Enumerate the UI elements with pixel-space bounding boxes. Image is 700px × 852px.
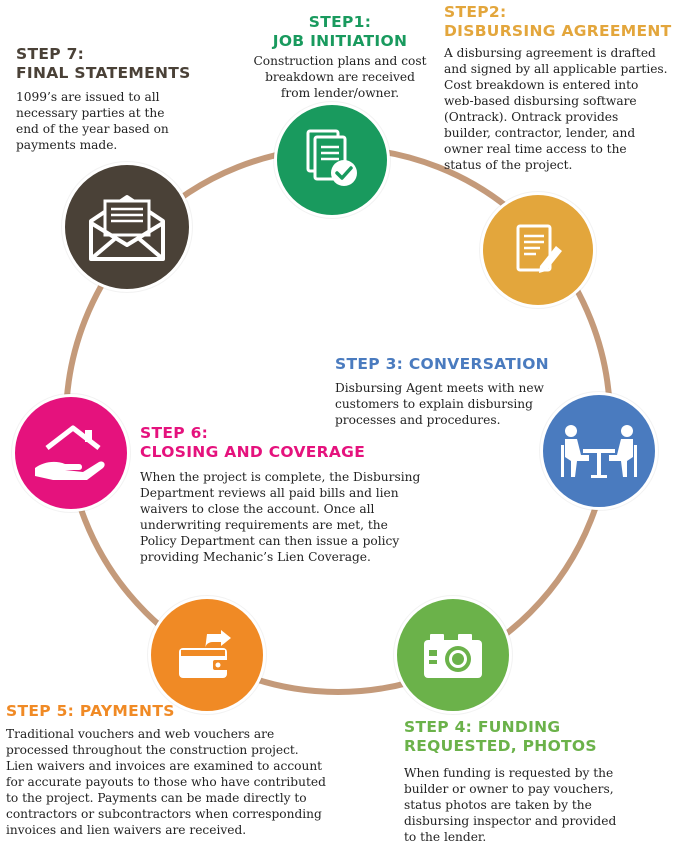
step5-node [148, 596, 266, 714]
step7-line: end of the year based on [16, 122, 169, 136]
step2-line: and signed by all applicable parties. [444, 62, 668, 76]
step2-line: builder, contractor, lender, and [444, 126, 636, 140]
step5-line: for accurate payouts to those who have c… [6, 775, 326, 789]
step1-line: breakdown are received [265, 70, 415, 84]
step3-description: Disbursing Agent meets with new customer… [335, 380, 575, 428]
step4-line: to the lender. [404, 830, 487, 844]
step7-node [62, 162, 192, 292]
step5-title-line1: STEP 5: PAYMENTS [6, 702, 175, 720]
step4-title-line2: REQUESTED, PHOTOS [404, 737, 597, 755]
step2-title-line1: STEP2: [444, 3, 507, 21]
step6-title: STEP 6: CLOSING AND COVERAGE [140, 424, 420, 462]
step7-title-line1: STEP 7: [16, 45, 85, 63]
step5-title: STEP 5: PAYMENTS [6, 702, 306, 721]
step1-description: Construction plans and cost breakdown ar… [210, 53, 470, 101]
step3-line: processes and procedures. [335, 413, 501, 427]
step2-line: A disbursing agreement is drafted [444, 46, 656, 60]
step1-line: Construction plans and cost [253, 54, 427, 68]
documents-check-icon [306, 129, 357, 186]
step5-line: Traditional vouchers and web vouchers ar… [6, 727, 275, 741]
step1-line: from lender/owner. [280, 86, 400, 100]
camera-icon [424, 634, 482, 678]
step4-description: When funding is requested by the builder… [404, 765, 664, 845]
step1-title-line2: JOB INITIATION [272, 32, 408, 50]
step4-title-line1: STEP 4: FUNDING [404, 718, 561, 736]
envelope-letter-icon [89, 195, 165, 261]
step4-line: When funding is requested by the [404, 766, 614, 780]
step2-title-line2: DISBURSING AGREEMENT [444, 22, 672, 40]
step6-title-line2: CLOSING AND COVERAGE [140, 443, 366, 461]
step7-title: STEP 7: FINAL STATEMENTS [16, 45, 236, 83]
step6-line: underwriting requirements are met, the [140, 518, 388, 532]
document-pencil-icon [516, 224, 562, 273]
step5-line: processed throughout the construction pr… [6, 743, 299, 757]
step4-line: builder or owner to pay vouchers, [404, 782, 614, 796]
step6-line: Department reviews all paid bills and li… [140, 486, 399, 500]
step2-line: owner real time access to the [444, 142, 627, 156]
step5-line: contractors or subcontractors when corre… [6, 807, 322, 821]
step3-line: customers to explain disbursing [335, 397, 533, 411]
step4-node [394, 596, 512, 714]
step6-node [12, 394, 130, 512]
step2-line: status of the project. [444, 158, 573, 172]
step5-line: Lien waivers and invoices are examined t… [6, 759, 323, 773]
step5-line: to the project. Payments can be made dir… [6, 791, 307, 805]
step7-line: necessary parties at the [16, 106, 165, 120]
meeting-table-icon [561, 425, 637, 478]
step7-description: 1099’s are issued to all necessary parti… [16, 89, 216, 153]
step2-line: (Ontrack). Ontrack provides [444, 110, 619, 124]
step1-node [274, 102, 390, 218]
step6-description: When the project is complete, the Disbur… [140, 469, 440, 565]
step4-line: status photos are taken by the [404, 798, 592, 812]
step3-line: Disbursing Agent meets with new [335, 381, 544, 395]
step6-line: Policy Department can then issue a polic… [140, 534, 400, 548]
step5-line: invoices and lien waivers are received. [6, 823, 247, 837]
step3-title-line1: STEP 3: CONVERSATION [335, 355, 549, 373]
step2-line: web-based disbursing software [444, 94, 637, 108]
step7-line: payments made. [16, 138, 118, 152]
step7-line: 1099’s are issued to all [16, 90, 160, 104]
step1-title-line1: STEP1: [308, 13, 372, 31]
step6-line: waivers to close the account. Once all [140, 502, 375, 516]
step2-description: A disbursing agreement is drafted and si… [444, 45, 698, 173]
step7-title-line2: FINAL STATEMENTS [16, 64, 191, 82]
step4-line: disbursing inspector and provided [404, 814, 617, 828]
step1-title: STEP1: JOB INITIATION [240, 13, 440, 51]
step5-description: Traditional vouchers and web vouchers ar… [6, 726, 346, 838]
step2-title: STEP2: DISBURSING AGREEMENT [444, 3, 694, 41]
step2-line: Cost breakdown is entered into [444, 78, 639, 92]
step6-line: When the project is complete, the Disbur… [140, 470, 421, 484]
step2-node [480, 192, 596, 308]
wallet-arrow-icon [179, 630, 231, 678]
step3-title: STEP 3: CONVERSATION [335, 355, 635, 374]
step6-title-line1: STEP 6: [140, 424, 209, 442]
step3-node [540, 392, 658, 510]
house-hand-icon [35, 425, 105, 480]
step4-title: STEP 4: FUNDING REQUESTED, PHOTOS [404, 718, 664, 756]
step6-line: providing Mechanic’s Lien Coverage. [140, 550, 371, 564]
